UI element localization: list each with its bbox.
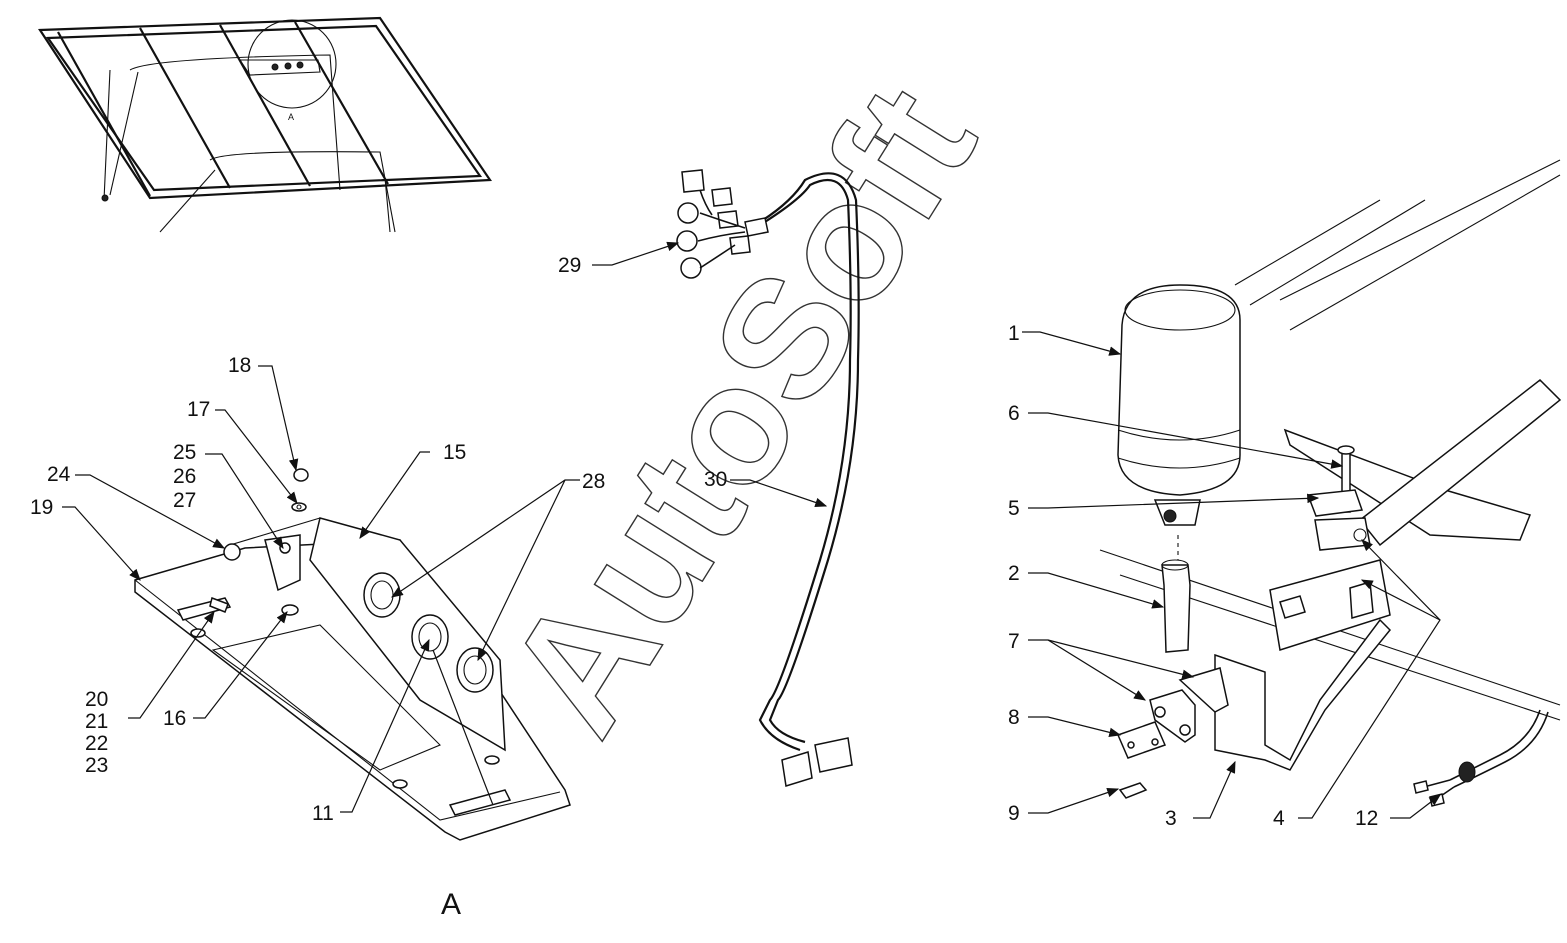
callout-23: 23: [85, 754, 108, 777]
callout-3: 3: [1165, 807, 1177, 830]
callout-21: 21: [85, 710, 108, 733]
callout-2: 2: [1008, 562, 1020, 585]
detail-a-marker: A: [288, 112, 294, 122]
mount-bracket-plate: [134, 468, 571, 841]
cab-roof-frame: A: [38, 16, 493, 233]
callout-4: 4: [1273, 807, 1285, 830]
callout-26: 26: [173, 465, 196, 488]
callout-12: 12: [1355, 807, 1378, 830]
callout-11: 11: [312, 802, 334, 825]
callout-labels: 1 2 3 4 5 6 7 8 9 11 12 15 16 17 18 19 2…: [30, 254, 1378, 921]
callout-1: 1: [1008, 322, 1020, 345]
callout-20: 20: [85, 688, 108, 711]
callout-8: 8: [1008, 706, 1020, 729]
callout-29: 29: [558, 254, 581, 277]
callout-18: 18: [228, 354, 251, 377]
callout-30: 30: [704, 468, 727, 491]
callout-6: 6: [1008, 402, 1020, 425]
watermark: AutoSoft: [470, 55, 1011, 764]
callout-15: 15: [443, 441, 466, 464]
callout-27: 27: [173, 489, 196, 512]
view-label-a: A: [441, 888, 461, 921]
detail-a-circle: [247, 19, 337, 109]
callout-9: 9: [1008, 802, 1020, 825]
callout-24: 24: [47, 463, 71, 486]
callout-7: 7: [1008, 630, 1020, 653]
beacon-assembly: [1099, 159, 1562, 807]
leader-lines: [62, 241, 1441, 819]
callout-25: 25: [173, 441, 196, 464]
callout-19: 19: [30, 496, 53, 519]
wiring-harness: [676, 169, 860, 787]
callout-28: 28: [582, 470, 605, 493]
callout-16: 16: [163, 707, 186, 730]
callout-22: 22: [85, 732, 108, 755]
callout-17: 17: [187, 398, 210, 421]
callout-5: 5: [1008, 497, 1020, 520]
